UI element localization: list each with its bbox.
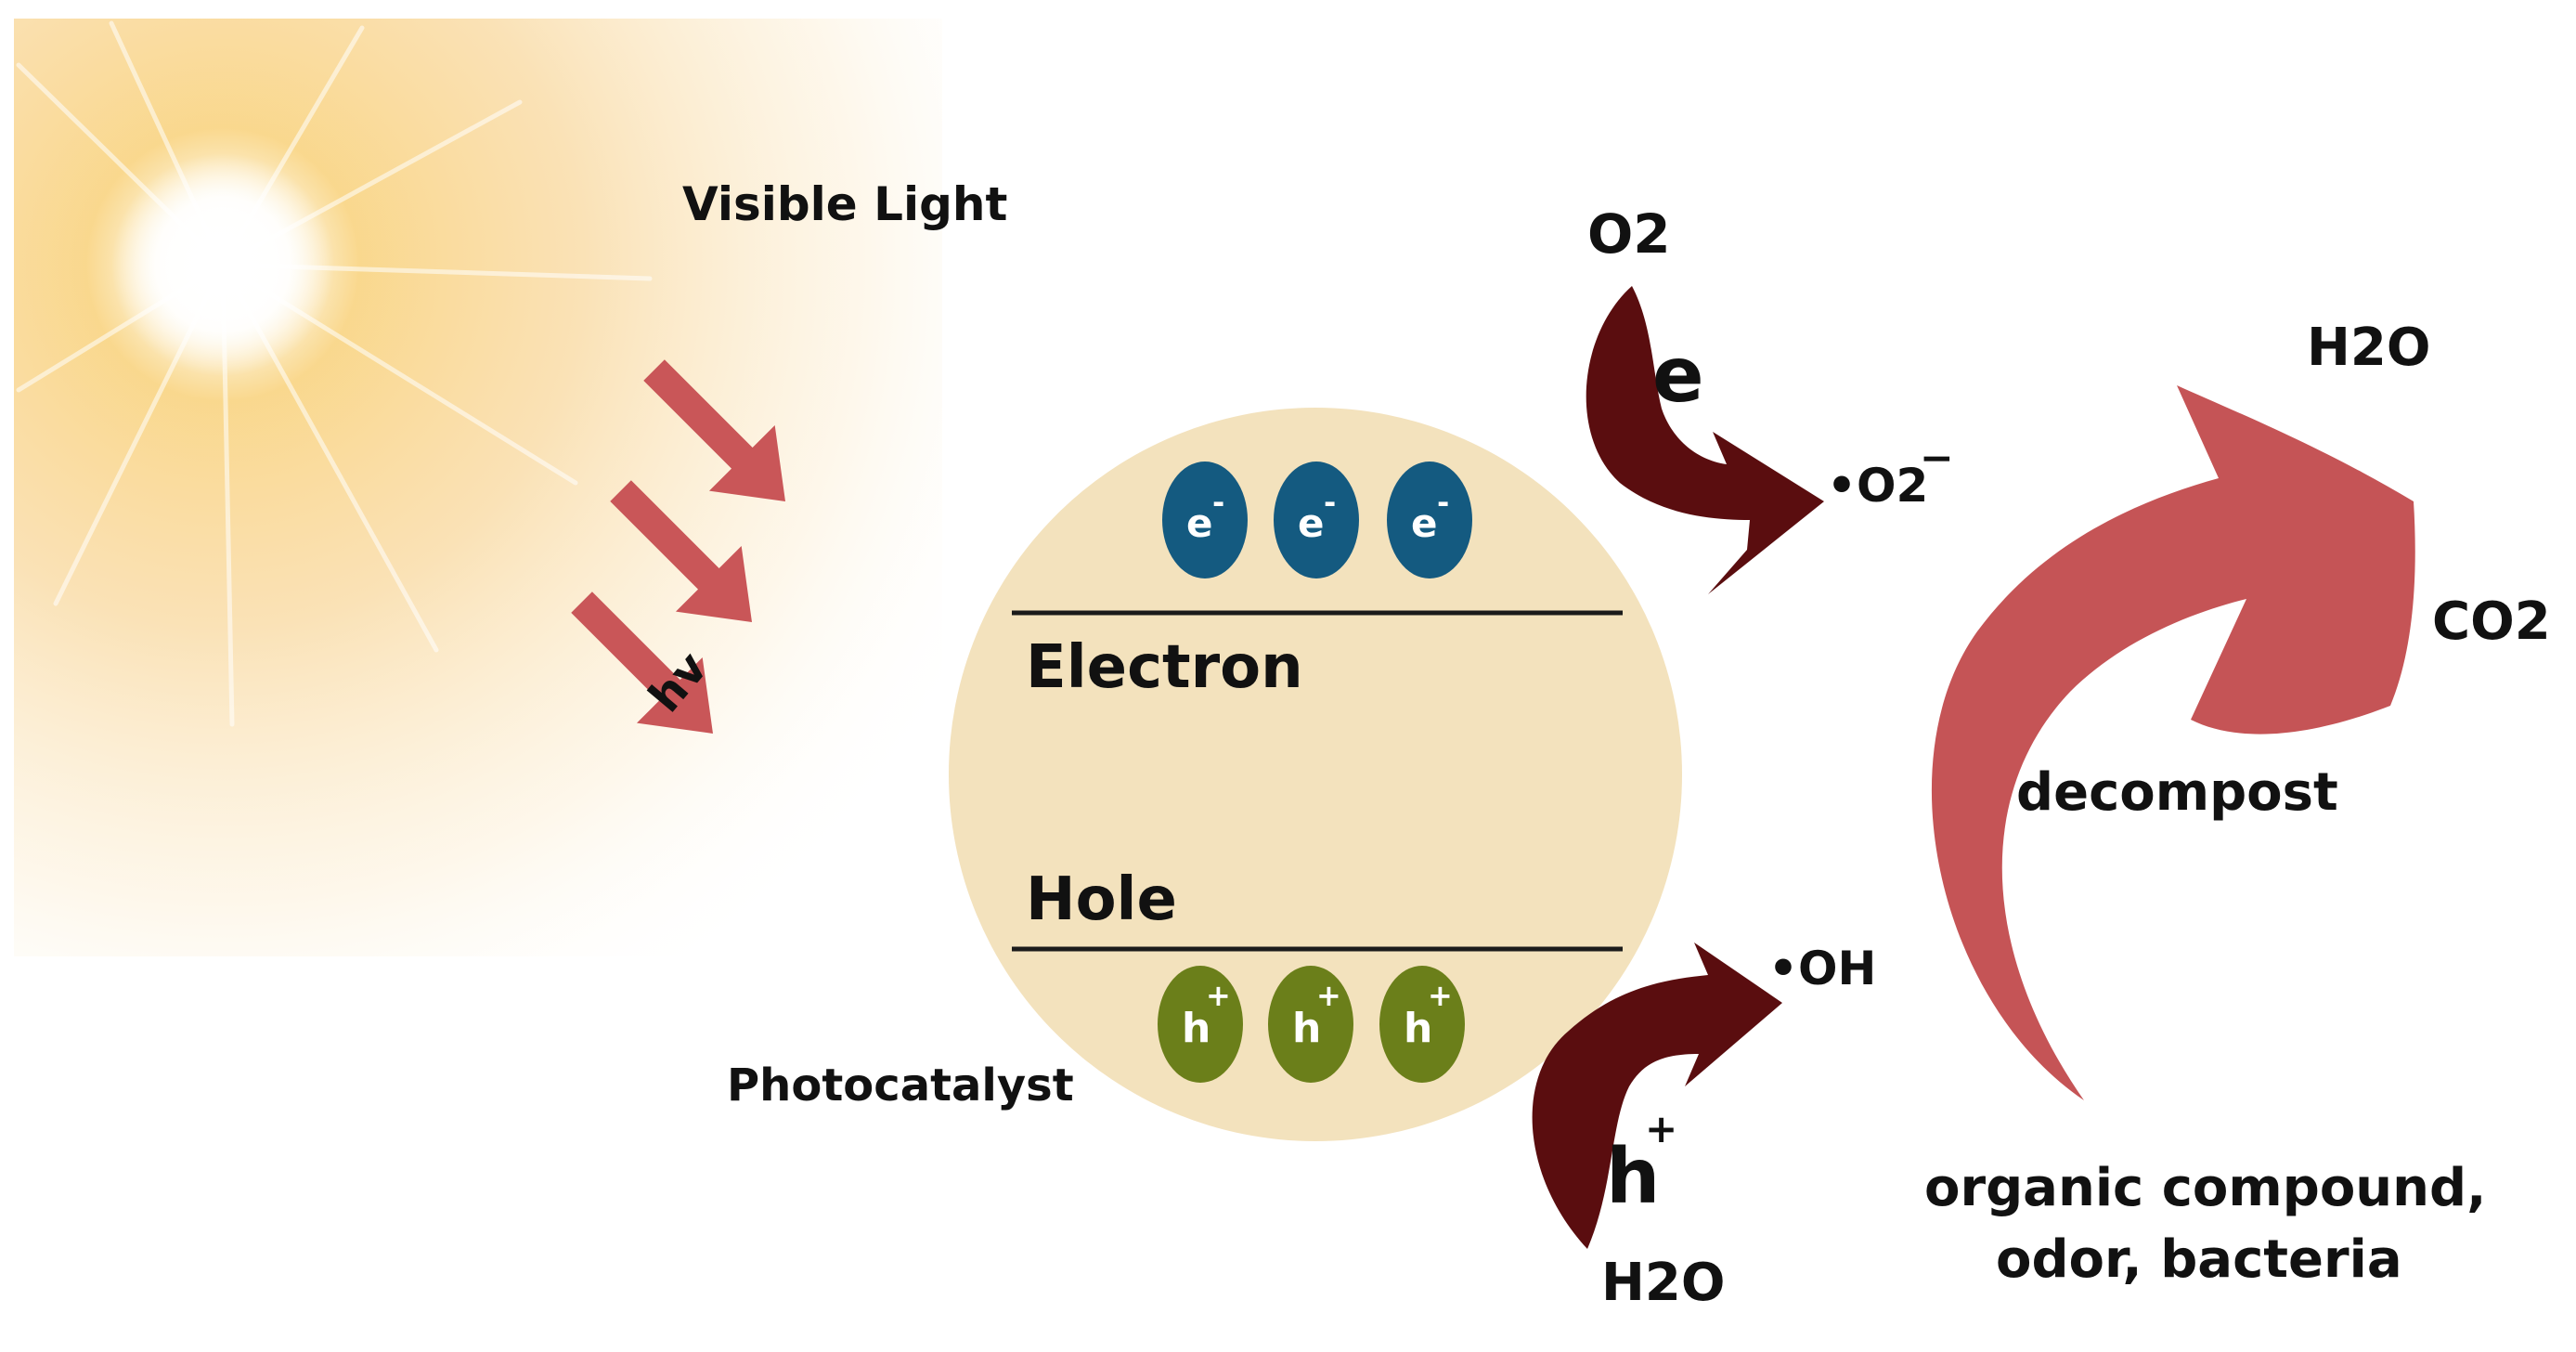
oxidation-arrow-icon — [1532, 942, 1782, 1249]
hole-particle: h + — [1158, 966, 1243, 1083]
sun-icon — [14, 19, 942, 956]
electron-particle: e - — [1162, 462, 1248, 578]
pollutants-label: odor, bacteria — [1996, 1229, 2402, 1290]
electron-band-label: Electron — [1026, 633, 1303, 702]
electron-symbol: e — [1298, 500, 1325, 546]
photocatalyst-particle: Electron Hole — [949, 408, 1682, 1141]
visible-light-label: Visible Light — [682, 177, 1007, 231]
electron-particle: e - — [1387, 462, 1472, 578]
holes: h + h + h + — [1158, 966, 1465, 1083]
electrons: e - e - e - — [1162, 462, 1472, 578]
hole-symbol: h — [1182, 1005, 1210, 1052]
decompose-arrow-icon — [1931, 385, 2415, 1100]
hole-charge: + — [1206, 978, 1231, 1013]
superoxide-label: •O2 — [1827, 459, 1928, 513]
hole-transfer-label: h — [1606, 1133, 1660, 1221]
hole-transfer-charge: + — [1645, 1106, 1677, 1151]
water-product-label: H2O — [2307, 318, 2430, 378]
hole-charge: + — [1316, 978, 1341, 1013]
photocatalyst-label: Photocatalyst — [727, 1060, 1074, 1112]
electron-charge: - — [1324, 485, 1336, 520]
hydroxyl-label: •OH — [1768, 942, 1876, 995]
reduction-arrow-icon — [1586, 286, 1824, 594]
co2-product-label: CO2 — [2432, 592, 2551, 652]
electron-charge: - — [1437, 485, 1449, 520]
hole-band-label: Hole — [1026, 865, 1177, 934]
electron-particle: e - — [1274, 462, 1359, 578]
o2-label: O2 — [1587, 202, 1671, 266]
photocatalyst-circle — [949, 408, 1682, 1141]
light-arrow-2-icon — [610, 480, 752, 622]
water-reactant-label: H2O — [1601, 1253, 1725, 1313]
light-arrow-3-icon — [571, 592, 713, 734]
electron-charge: - — [1212, 485, 1224, 520]
hole-charge: + — [1428, 978, 1453, 1013]
superoxide-charge: − — [1920, 435, 1954, 482]
light-arrows — [571, 359, 785, 734]
decompost-label: decompost — [2016, 762, 2338, 823]
hole-symbol: h — [1292, 1005, 1321, 1052]
light-arrow-1-icon — [643, 359, 785, 501]
hole-particle: h + — [1379, 966, 1465, 1083]
electron-transfer-label: e — [1652, 332, 1704, 420]
hole-particle: h + — [1268, 966, 1353, 1083]
organic-compound-label: organic compound, — [1924, 1158, 2486, 1218]
hole-symbol: h — [1404, 1005, 1432, 1052]
electron-symbol: e — [1186, 500, 1213, 546]
electron-symbol: e — [1411, 500, 1438, 546]
